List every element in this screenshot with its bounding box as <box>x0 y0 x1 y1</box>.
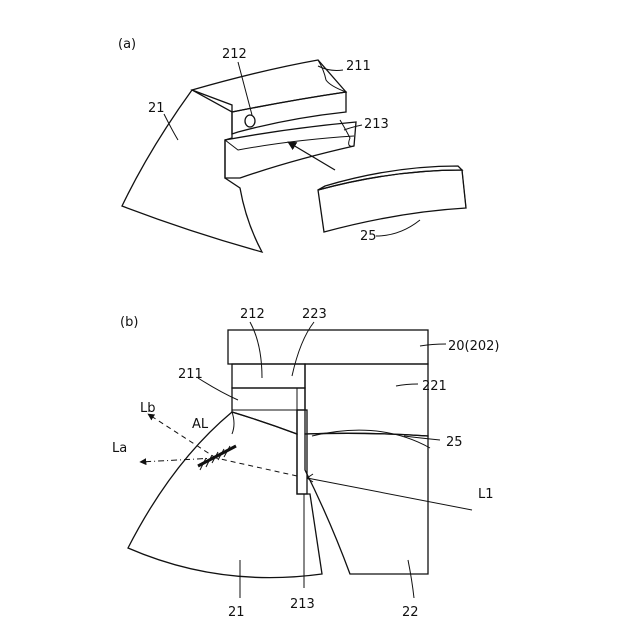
label-213-a: 213 <box>364 117 389 132</box>
panel-b: (b) <box>112 307 500 620</box>
layer-20-202 <box>228 330 428 364</box>
insert-arrow-a <box>288 142 335 170</box>
label-21-b: 21 <box>228 605 245 620</box>
ray-incident <box>216 458 297 476</box>
panel-a-tag: (a) <box>118 37 136 52</box>
label-221: 221 <box>422 379 447 394</box>
panel-a: (a) 212 211 21 213 25 <box>118 37 466 252</box>
label-la: La <box>112 441 127 456</box>
label-lb: Lb <box>140 401 156 416</box>
label-211-a: 211 <box>346 59 371 74</box>
label-22-b: 22 <box>402 605 419 620</box>
hole-212-a <box>245 115 255 127</box>
body-22-b <box>305 433 428 574</box>
label-223-b: 223 <box>302 307 327 322</box>
region-221 <box>305 364 428 436</box>
label-21-a: 21 <box>148 101 165 116</box>
label-211-b: 211 <box>178 367 203 382</box>
plate-25-a <box>318 170 466 232</box>
label-l1: L1 <box>478 487 494 502</box>
label-25-a: 25 <box>360 229 377 244</box>
label-20-202: 20(202) <box>448 339 500 354</box>
label-213-b: 213 <box>290 597 315 612</box>
label-al: AL <box>192 417 209 432</box>
body-21-b <box>128 412 322 578</box>
part-211-b <box>232 388 305 434</box>
block-211-front-a <box>232 92 346 134</box>
label-212-b: 212 <box>240 307 265 322</box>
body-21-a <box>122 90 262 252</box>
label-212-a: 212 <box>222 47 247 62</box>
label-25-b: 25 <box>446 435 463 450</box>
panel-b-tag: (b) <box>120 315 138 330</box>
